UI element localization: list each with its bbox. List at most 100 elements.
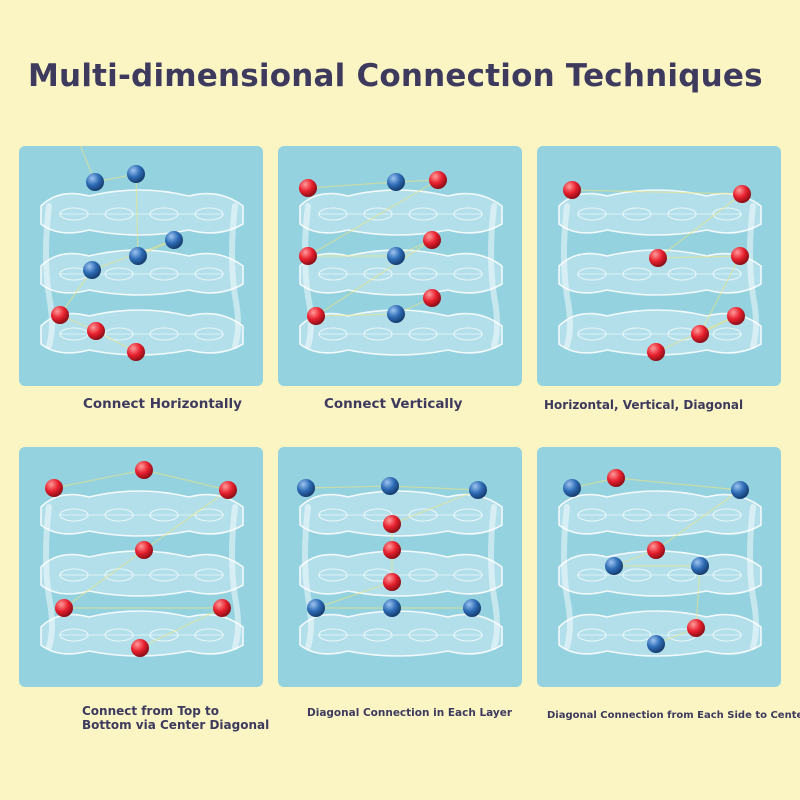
red-ball: [607, 469, 625, 487]
connection-line: [571, 189, 743, 195]
blue-ball: [563, 479, 581, 497]
board-layer: [40, 550, 244, 597]
board-layer: [299, 189, 503, 236]
blue-ball: [469, 481, 487, 499]
red-ball: [135, 541, 153, 559]
red-ball: [383, 573, 401, 591]
blue-ball: [605, 557, 623, 575]
blue-ball: [381, 477, 399, 495]
red-ball: [87, 322, 105, 340]
red-ball: [45, 479, 63, 497]
connection-line: [315, 581, 393, 609]
blue-ball: [83, 261, 101, 279]
board-layer: [558, 490, 762, 537]
connection-line: [143, 489, 229, 551]
red-ball: [51, 306, 69, 324]
board-illustration: [19, 146, 263, 386]
board-support: [488, 203, 500, 349]
blue-ball: [165, 231, 183, 249]
blue-ball: [647, 635, 665, 653]
blue-ball: [691, 557, 709, 575]
blue-ball: [297, 479, 315, 497]
connection-line: [307, 181, 397, 189]
red-ball: [55, 599, 73, 617]
panel-top-to-bottom-center-diagonal: [19, 447, 263, 687]
board-layer: [299, 610, 503, 657]
board-support: [302, 203, 314, 349]
red-ball: [727, 307, 745, 325]
caption-diagonal-side-to-center: Diagonal Connection from Each Side to Ce…: [547, 710, 800, 721]
red-ball: [687, 619, 705, 637]
panel-horizontal-vertical-diagonal: [537, 146, 781, 386]
board-layer: [40, 309, 244, 356]
blue-ball: [127, 165, 145, 183]
board-support: [561, 504, 573, 650]
panel-connect-vertically: [278, 146, 522, 386]
board-support: [229, 504, 241, 650]
connection-line: [615, 477, 741, 491]
red-ball: [649, 249, 667, 267]
red-ball: [299, 247, 317, 265]
board-support: [229, 203, 241, 349]
red-ball: [647, 343, 665, 361]
connection-line: [305, 485, 391, 489]
red-ball: [423, 231, 441, 249]
board-support: [561, 203, 573, 349]
panel-diagonal-each-layer: [278, 447, 522, 687]
blue-ball: [387, 305, 405, 323]
board-layer: [558, 189, 762, 236]
connection-line: [699, 255, 741, 335]
caption-diagonal-each-layer: Diagonal Connection in Each Layer: [307, 707, 513, 719]
board-layer: [40, 189, 244, 236]
board-layer: [40, 490, 244, 537]
red-ball: [429, 171, 447, 189]
red-ball: [647, 541, 665, 559]
connection-line: [139, 607, 223, 649]
red-ball: [127, 343, 145, 361]
connection-line: [53, 469, 145, 489]
red-ball: [135, 461, 153, 479]
red-ball: [299, 179, 317, 197]
connection-line: [657, 255, 741, 259]
board-support: [747, 504, 759, 650]
board-support: [43, 203, 55, 349]
red-ball: [383, 541, 401, 559]
board-layer: [558, 249, 762, 296]
connection-line: [657, 193, 743, 259]
connection-line: [315, 313, 397, 317]
blue-ball: [383, 599, 401, 617]
connection-line: [307, 179, 439, 257]
board-layer: [299, 249, 503, 296]
red-ball: [307, 307, 325, 325]
board-layer: [299, 490, 503, 537]
board-layer: [299, 550, 503, 597]
blue-ball: [731, 481, 749, 499]
connection-line: [695, 565, 701, 629]
blue-ball: [387, 173, 405, 191]
board-illustration: [278, 447, 522, 687]
panel-diagonal-side-to-center: [537, 447, 781, 687]
connection-line: [59, 269, 93, 316]
blue-ball: [387, 247, 405, 265]
caption-connect-horizontally: Connect Horizontally: [83, 396, 242, 412]
board-illustration: [537, 146, 781, 386]
caption-horizontal-vertical-diagonal: Horizontal, Vertical, Diagonal: [544, 398, 744, 412]
connection-line: [655, 489, 741, 551]
connection-line: [79, 146, 96, 183]
caption-connect-vertically: Connect Vertically: [324, 396, 463, 412]
red-ball: [131, 639, 149, 657]
blue-ball: [86, 173, 104, 191]
page-title: Multi-dimensional Connection Techniques: [28, 58, 763, 94]
connection-line: [63, 549, 145, 609]
red-ball: [219, 481, 237, 499]
board-support: [302, 504, 314, 650]
board-illustration: [19, 447, 263, 687]
red-ball: [563, 181, 581, 199]
red-ball: [423, 289, 441, 307]
board-illustration: [278, 146, 522, 386]
red-ball: [383, 515, 401, 533]
blue-ball: [307, 599, 325, 617]
panel-connect-horizontally: [19, 146, 263, 386]
red-ball: [731, 247, 749, 265]
board-support: [747, 203, 759, 349]
